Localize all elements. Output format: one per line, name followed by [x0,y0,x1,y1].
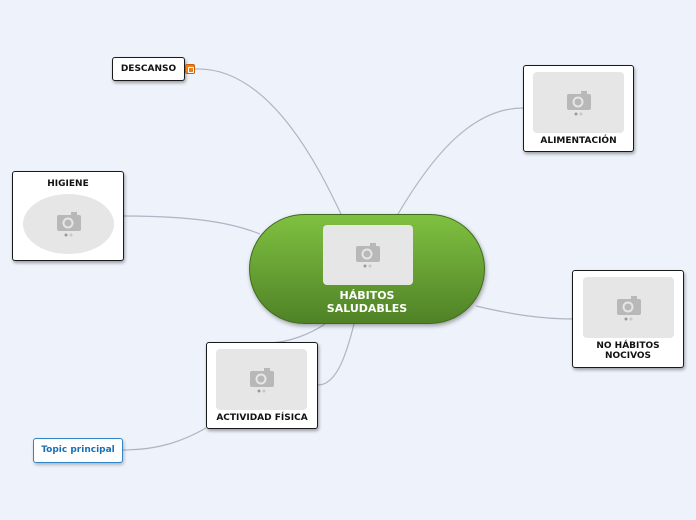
camera-icon [356,243,380,268]
node-actividad-fisica[interactable]: ACTIVIDAD FÍSICA [206,342,318,429]
link-no-habitos [475,305,574,320]
no-habitos-label-line2: NOCIVOS [604,351,652,361]
no-habitos-label-line1: NO HÁBITOS [596,341,660,351]
camera-icon [616,295,641,320]
alimentacion-image-placeholder [533,72,624,133]
node-descanso[interactable]: DESCANSO [112,57,185,81]
link-descanso [194,68,342,215]
higiene-image-placeholder [23,194,114,254]
camera-icon [249,367,274,392]
camera-icon [56,212,81,237]
node-no-habitos-nocivos[interactable]: NO HÁBITOS NOCIVOS [572,270,684,368]
link-actividad [317,323,355,386]
link-actividad-2 [269,323,326,344]
actividad-image-placeholder [216,349,307,410]
node-alimentacion[interactable]: ALIMENTACIÓN [523,65,634,152]
link-higiene [122,215,261,235]
central-node-habitos-saludables[interactable]: HÁBITOS SALUDABLES [249,214,485,324]
central-label-line1: HÁBITOS [339,289,395,302]
node-alimentacion-label: ALIMENTACIÓN [540,136,617,146]
topic-principal-label: Topic principal [41,445,115,455]
node-higiene-label: HIGIENE [47,179,89,189]
node-higiene[interactable]: HIGIENE [12,171,124,261]
central-label-line2: SALUDABLES [326,302,408,315]
link-topic [122,427,207,451]
node-actividad-label: ACTIVIDAD FÍSICA [216,413,308,423]
no-habitos-image-placeholder [583,277,674,338]
node-descanso-label: DESCANSO [120,64,177,74]
camera-icon [566,90,591,115]
central-image-placeholder [323,225,413,285]
topic-principal-node[interactable]: Topic principal [33,438,123,463]
link-alimentacion [397,107,524,215]
note-icon[interactable] [185,64,195,74]
node-no-habitos-label: NO HÁBITOS NOCIVOS [573,341,683,361]
central-node-label: HÁBITOS SALUDABLES [250,289,484,315]
